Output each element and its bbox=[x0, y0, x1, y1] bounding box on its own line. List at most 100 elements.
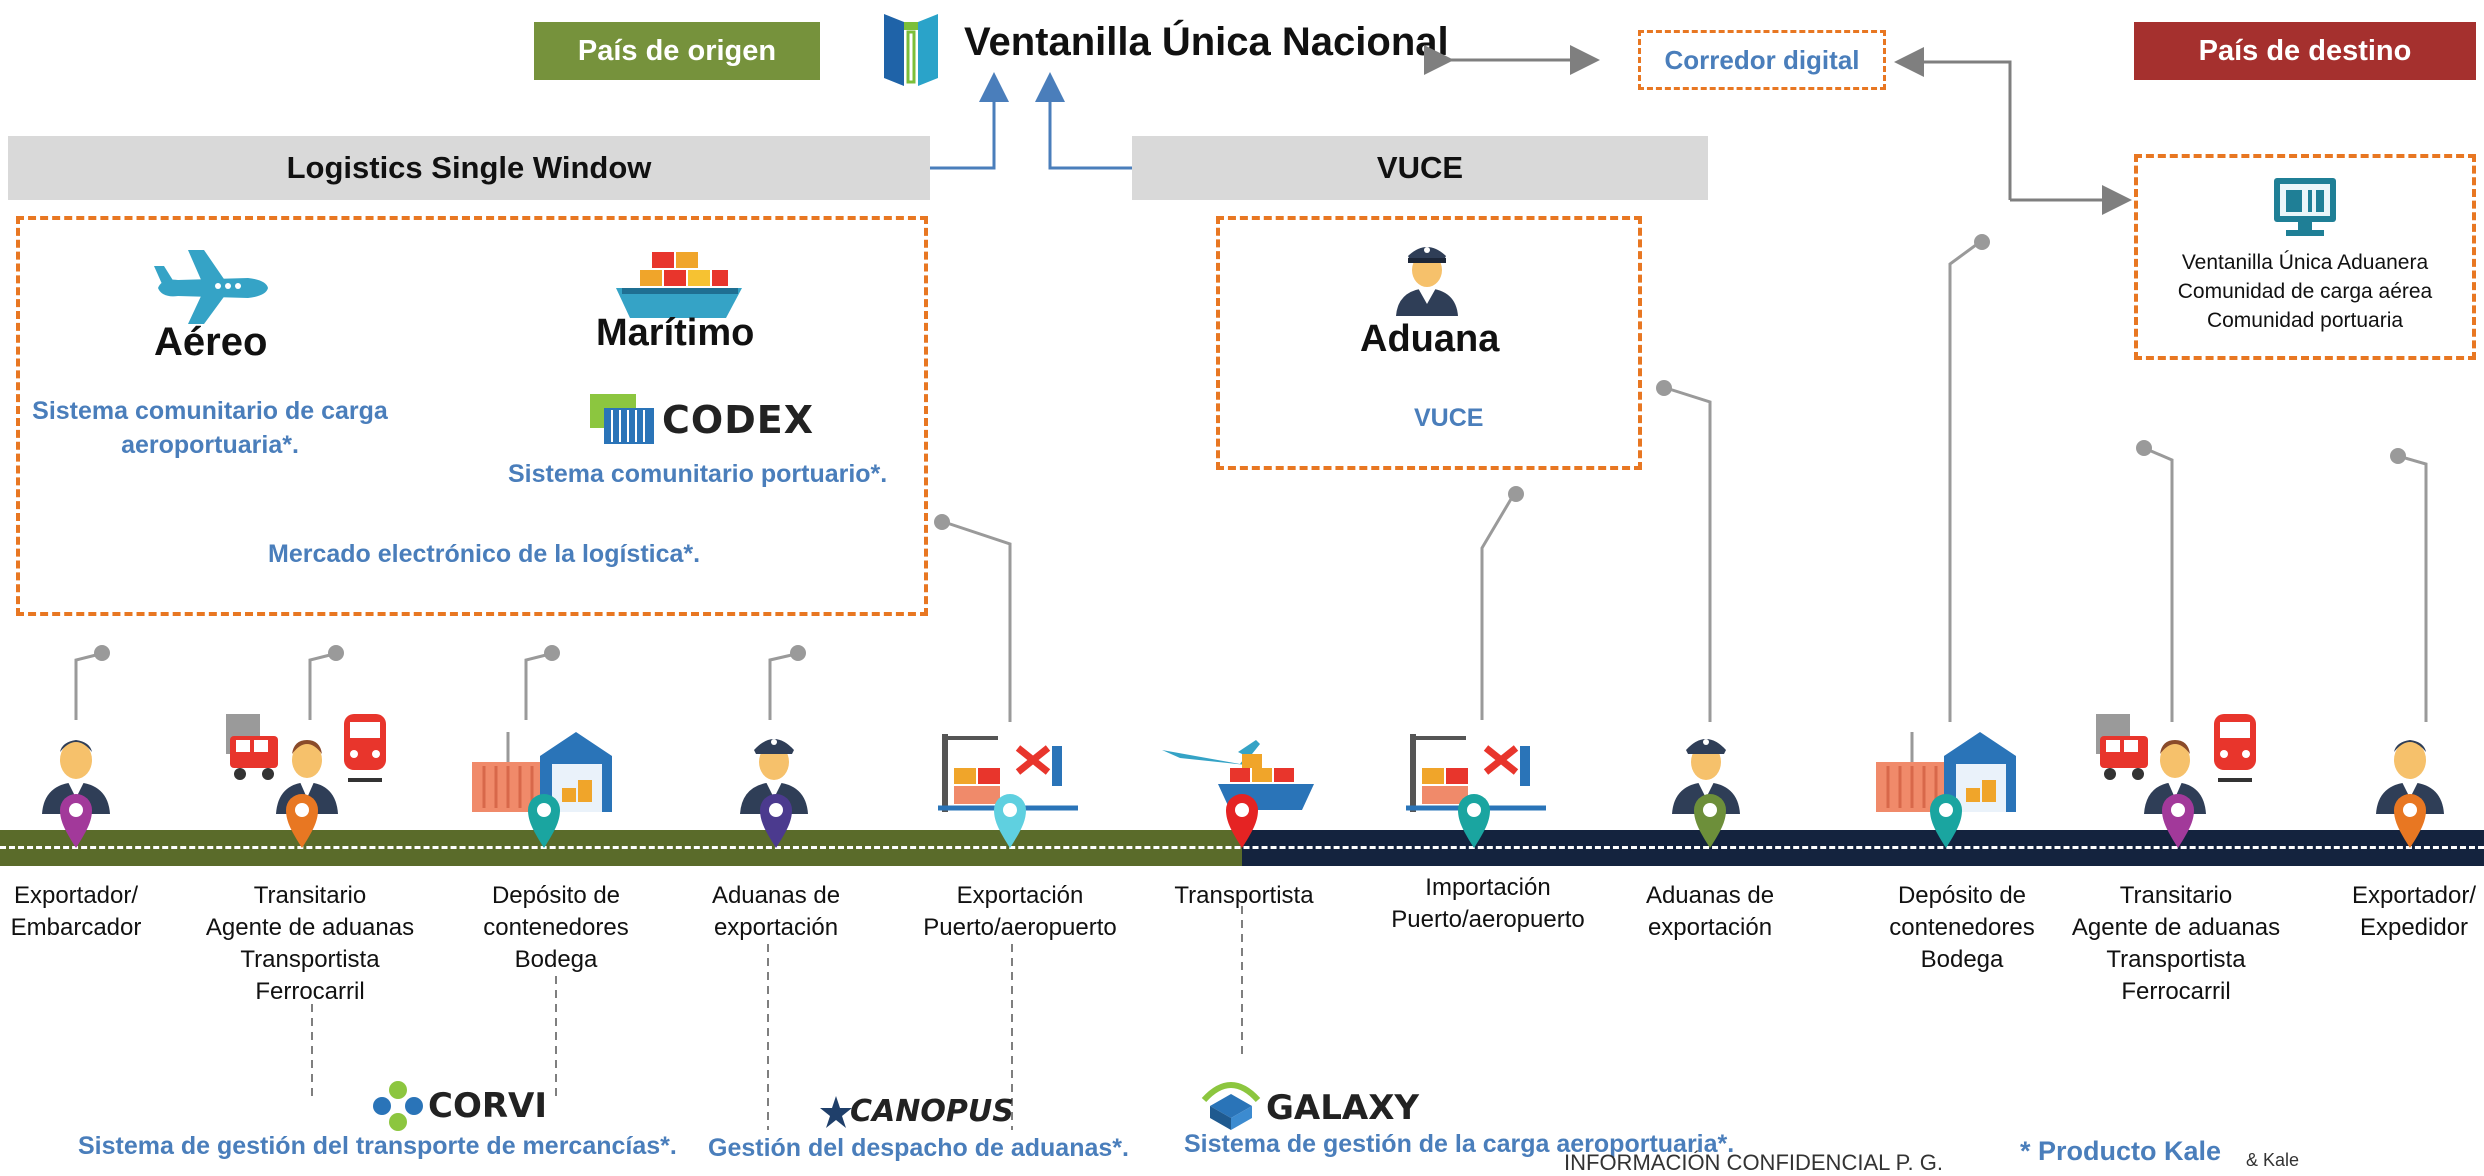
canopus-description: Gestión del despacho de aduanas*. bbox=[708, 1134, 1129, 1162]
actor-label-line: Importación bbox=[1425, 874, 1551, 901]
destination-line-1: Ventanilla Única Aduanera bbox=[2181, 251, 2429, 274]
destination-country-tag: País de destino bbox=[2134, 22, 2476, 80]
destination-box bbox=[2134, 154, 2476, 360]
ship-icon bbox=[614, 248, 744, 322]
actor-label-line: Transportista bbox=[240, 946, 380, 973]
actor-label-line: Transportista bbox=[1174, 882, 1314, 909]
destination-line-3: Comunidad portuaria bbox=[2206, 309, 2404, 332]
expedidor-person-icon bbox=[2374, 728, 2446, 814]
logistics-single-window-title: Logistics Single Window bbox=[286, 150, 652, 185]
actor-label-line: Transitario bbox=[2119, 882, 2233, 909]
aereo-system-text: Sistema comunitario de carga aeroportuar… bbox=[30, 394, 390, 462]
map-pin-icon bbox=[284, 792, 320, 850]
customs-officer-icon bbox=[1394, 240, 1460, 316]
actor-label: Exportador/Embarcador bbox=[11, 880, 142, 944]
actor-label-line: Exportador/ bbox=[13, 882, 139, 909]
aduana-heading: Aduana bbox=[1360, 318, 1500, 360]
map-pin-icon bbox=[992, 792, 1028, 850]
galaxy-logo-text: GALAXY bbox=[1266, 1088, 1420, 1128]
maritimo-heading: Marítimo bbox=[596, 312, 755, 354]
actor-label-line: exportación bbox=[1647, 914, 1773, 941]
actor-label-line: exportación bbox=[713, 914, 839, 941]
map-pin-icon bbox=[758, 792, 794, 850]
map-pin-icon bbox=[1692, 792, 1728, 850]
actor-label-line: Transitario bbox=[253, 882, 367, 909]
map-pin-icon bbox=[1928, 792, 1964, 850]
actor-label-line: Puerto/aeropuerto bbox=[1391, 906, 1585, 933]
destination-box-text: Ventanilla Única Aduanera Comunidad de c… bbox=[2134, 248, 2476, 335]
origin-country-tag: País de origen bbox=[534, 22, 820, 80]
actor-label-line: Puerto/aeropuerto bbox=[923, 914, 1117, 941]
actor-label-line: Agente de aduanas bbox=[205, 914, 415, 941]
galaxy-logo-icon bbox=[1200, 1076, 1262, 1132]
vuce-bar: VUCE bbox=[1132, 136, 1708, 200]
map-pin-icon bbox=[1456, 792, 1492, 850]
actor-label: Exportador/Expedidor bbox=[2352, 880, 2476, 944]
canopus-star-icon bbox=[818, 1094, 854, 1130]
actor-label-line: contenedores bbox=[483, 914, 629, 941]
actor-label-line: Depósito de bbox=[1897, 882, 2027, 909]
map-pin-icon bbox=[2392, 792, 2428, 850]
vuce-system-text: VUCE bbox=[1414, 404, 1484, 432]
corvi-description: Sistema de gestión del transporte de mer… bbox=[78, 1132, 677, 1160]
footer-trailing-text: & Kale bbox=[2246, 1150, 2300, 1170]
corvi-logo-text: CORVI bbox=[428, 1086, 547, 1126]
aereo-system-line-2: aeroportuaria*. bbox=[121, 431, 299, 459]
actor-label-line: Ferrocarril bbox=[2121, 978, 2231, 1005]
vuce-title: VUCE bbox=[1376, 150, 1464, 185]
actor-label: Aduanas de exportación bbox=[712, 880, 840, 944]
actor-label: Aduanas de exportación bbox=[1646, 880, 1774, 944]
actor-label-line: Aduanas de bbox=[711, 882, 841, 909]
corridor-destination-arrow bbox=[1894, 47, 2012, 200]
ventanilla-logo-icon bbox=[880, 8, 942, 90]
actor-label-line: Exportación bbox=[956, 882, 1084, 909]
truck-icon bbox=[224, 712, 280, 782]
vuce-box bbox=[1216, 216, 1642, 470]
train-icon bbox=[340, 712, 390, 782]
vuce-to-national-arrow bbox=[1035, 72, 1132, 170]
logistics-single-window-bar: Logistics Single Window bbox=[8, 136, 930, 200]
map-pin-icon bbox=[2160, 792, 2196, 850]
map-pin-icon bbox=[58, 792, 94, 850]
market-text: Mercado electrónico de la logística*. bbox=[268, 540, 701, 568]
actor-label-line: Exportador/ bbox=[2351, 882, 2477, 909]
confidential-text: INFORMACIÓN CONFIDENCIAL P. G. bbox=[1564, 1150, 1943, 1175]
lsw-to-national-arrow bbox=[930, 72, 1009, 170]
actor-label-line: Agente de aduanas bbox=[2071, 914, 2281, 941]
codex-logo-text: CODEX bbox=[662, 398, 814, 442]
page-title: Ventanilla Única Nacional bbox=[964, 20, 1449, 64]
codex-logo-icon bbox=[590, 394, 660, 446]
actor-label-line: contenedores bbox=[1889, 914, 2035, 941]
maritimo-system-text: Sistema comunitario portuario*. bbox=[508, 460, 888, 488]
destination-train-icon bbox=[2210, 712, 2260, 782]
canopus-logo-text: CANOPUS bbox=[850, 1094, 1014, 1129]
actor-label-line: Transportista bbox=[2106, 946, 2246, 973]
airplane-icon bbox=[152, 248, 270, 326]
product-kale-note: * Producto Kale bbox=[2020, 1136, 2222, 1166]
aereo-system-line-1: Sistema comunitario de carga bbox=[32, 397, 388, 425]
actor-label-line: Bodega bbox=[514, 946, 598, 973]
galaxy-description: Sistema de gestión de la carga aeroportu… bbox=[1184, 1130, 1735, 1158]
map-pin-icon bbox=[526, 792, 562, 850]
aereo-heading: Aéreo bbox=[154, 320, 268, 364]
destination-line-2: Comunidad de carga aérea bbox=[2177, 280, 2433, 303]
actor-label-line: Depósito de bbox=[491, 882, 621, 909]
actor-label-line: Bodega bbox=[1920, 946, 2004, 973]
actor-label: Transportista bbox=[1174, 880, 1313, 912]
corridor-label: Corredor digital bbox=[1664, 44, 1860, 75]
actor-label-line: Aduanas de bbox=[1645, 882, 1775, 909]
destination-truck-icon bbox=[2094, 712, 2150, 782]
actor-label-line: Ferrocarril bbox=[255, 978, 365, 1005]
actor-label-line: Expedidor bbox=[2359, 914, 2469, 941]
transport-plane-ship-icon bbox=[1160, 728, 1316, 814]
actor-label-line: Embarcador bbox=[10, 914, 142, 941]
computer-icon bbox=[2272, 176, 2338, 238]
corridor-box: Corredor digital bbox=[1638, 30, 1886, 90]
